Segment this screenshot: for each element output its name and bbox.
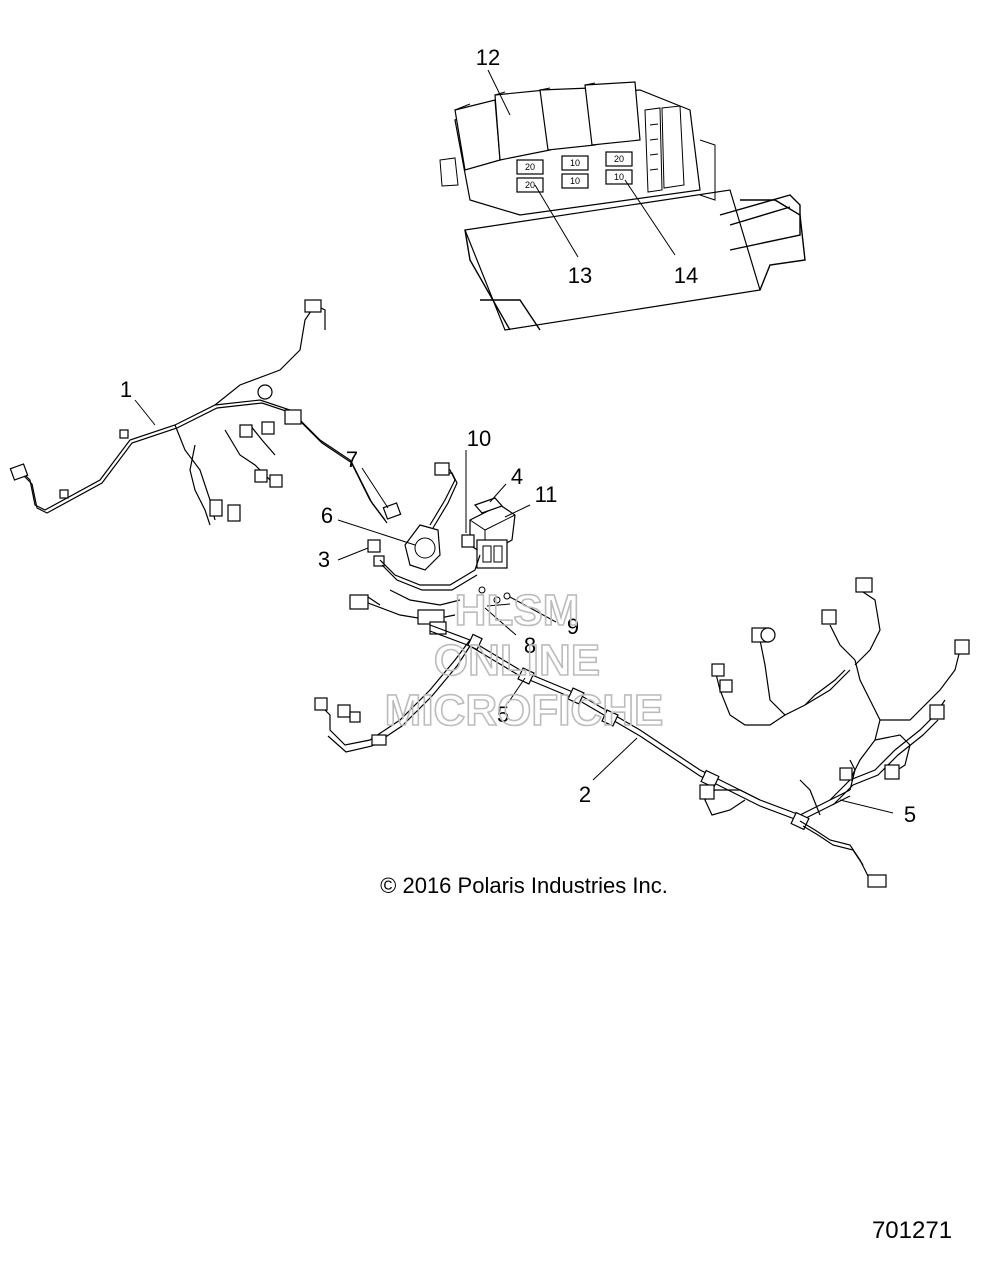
callout-5a: 5 bbox=[497, 702, 509, 727]
fuse-label: 20 bbox=[525, 162, 535, 172]
callout-3: 3 bbox=[318, 547, 330, 572]
center-components bbox=[349, 462, 516, 635]
harness-1 bbox=[9, 299, 388, 526]
callout-2: 2 bbox=[579, 782, 591, 807]
callout-9: 13 bbox=[568, 263, 592, 288]
callout-labels: 12 13 14 1 7 6 3 10 4 11 8 9 5 2 5 bbox=[120, 45, 916, 827]
leader-lines bbox=[134, 69, 894, 814]
callout-6: 6 bbox=[321, 503, 333, 528]
callout-10: 14 bbox=[674, 263, 698, 288]
fuse-label: 20 bbox=[525, 180, 535, 190]
watermark-line-3: MICROFICHE bbox=[385, 686, 664, 735]
watermark-line-2: ONLINE bbox=[434, 636, 600, 685]
harness-2 bbox=[314, 577, 970, 888]
diagram-part-number: 701271 bbox=[872, 1217, 952, 1244]
fuse-label: 10 bbox=[570, 176, 580, 186]
callout-5b: 5 bbox=[904, 802, 916, 827]
callout-11: 10 bbox=[467, 426, 491, 451]
copyright-notice: © 2016 Polaris Industries Inc. bbox=[380, 873, 668, 898]
callout-1: 1 bbox=[120, 377, 132, 402]
watermark: HLSM ONLINE MICROFICHE bbox=[384, 585, 664, 736]
callout-12: 11 bbox=[535, 482, 558, 507]
callout-7: 7 bbox=[346, 447, 358, 472]
fuse-label: 20 bbox=[614, 154, 624, 164]
fuse-label: 10 bbox=[570, 158, 580, 168]
callout-4: 4 bbox=[511, 464, 523, 489]
callout-14: 9 bbox=[567, 614, 579, 639]
callout-13: 8 bbox=[524, 633, 536, 658]
watermark-line-1: HLSM bbox=[455, 586, 580, 635]
fuse-label: 10 bbox=[614, 172, 624, 182]
callout-8: 12 bbox=[476, 45, 500, 70]
fuse-relay-box: 20 10 20 20 10 10 bbox=[439, 81, 806, 331]
